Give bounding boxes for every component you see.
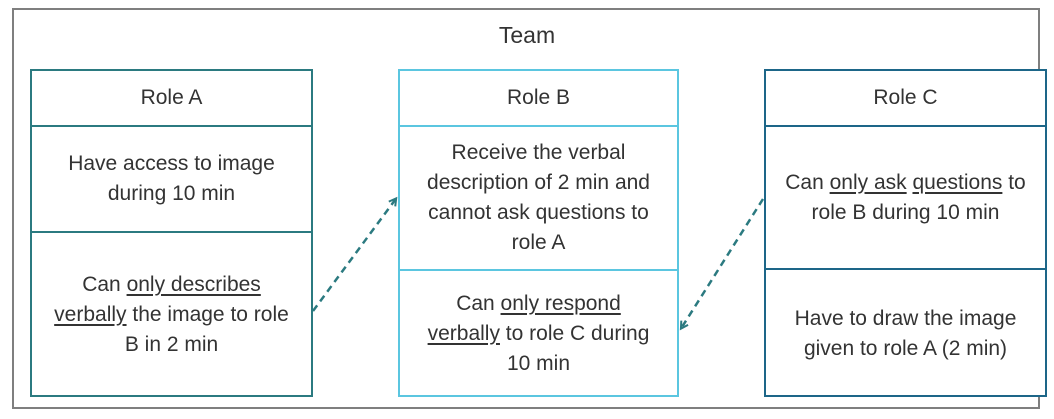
role-b-task-respond-post: to role C during 10 min: [499, 322, 650, 375]
role-c-task-ask-underline-1: only ask: [829, 170, 907, 194]
role-a-task-describe-pre: Can: [82, 273, 127, 296]
role-a-task-describe-underline-2: verbally: [54, 303, 127, 326]
role-c-task-draw: Have to draw the image given to role A (…: [794, 306, 1017, 360]
role-b-task-respond-underline-2: verbally: [427, 322, 500, 345]
role-a-task-describe-post: the image to role B in 2 min: [124, 303, 289, 356]
role-c-task-ask-pre: Can: [785, 170, 830, 194]
role-a-task-access: Have access to image during 10 min: [32, 127, 311, 233]
role-b-box: Role B Receive the verbal description of…: [398, 69, 679, 397]
role-b-task-receive: Receive the verbal description of 2 min …: [400, 127, 677, 271]
role-a-header: Role A: [32, 71, 311, 127]
role-b-task-respond: Can only respond verbally to role C duri…: [400, 271, 677, 397]
role-c-task-ask-post: to role B during 10 min: [811, 170, 1026, 224]
role-a-task-describe: Can only describes verbally the image to…: [32, 233, 311, 397]
role-b-task-respond-underline-1: only respond: [500, 292, 621, 315]
role-a-task-describe-underline-1: only describes: [126, 273, 261, 296]
role-c-box: Role C Can only ask questions to role B …: [764, 69, 1047, 397]
role-c-task-ask: Can only ask questions to role B during …: [766, 127, 1045, 270]
team-title: Team: [498, 22, 556, 48]
role-b-task-respond-pre: Can: [456, 292, 501, 315]
role-c-header: Role C: [766, 71, 1045, 127]
role-a-box: Role A Have access to image during 10 mi…: [30, 69, 313, 397]
role-b-header: Role B: [400, 71, 677, 127]
role-c-task-ask-underline-2: questions: [912, 170, 1003, 194]
